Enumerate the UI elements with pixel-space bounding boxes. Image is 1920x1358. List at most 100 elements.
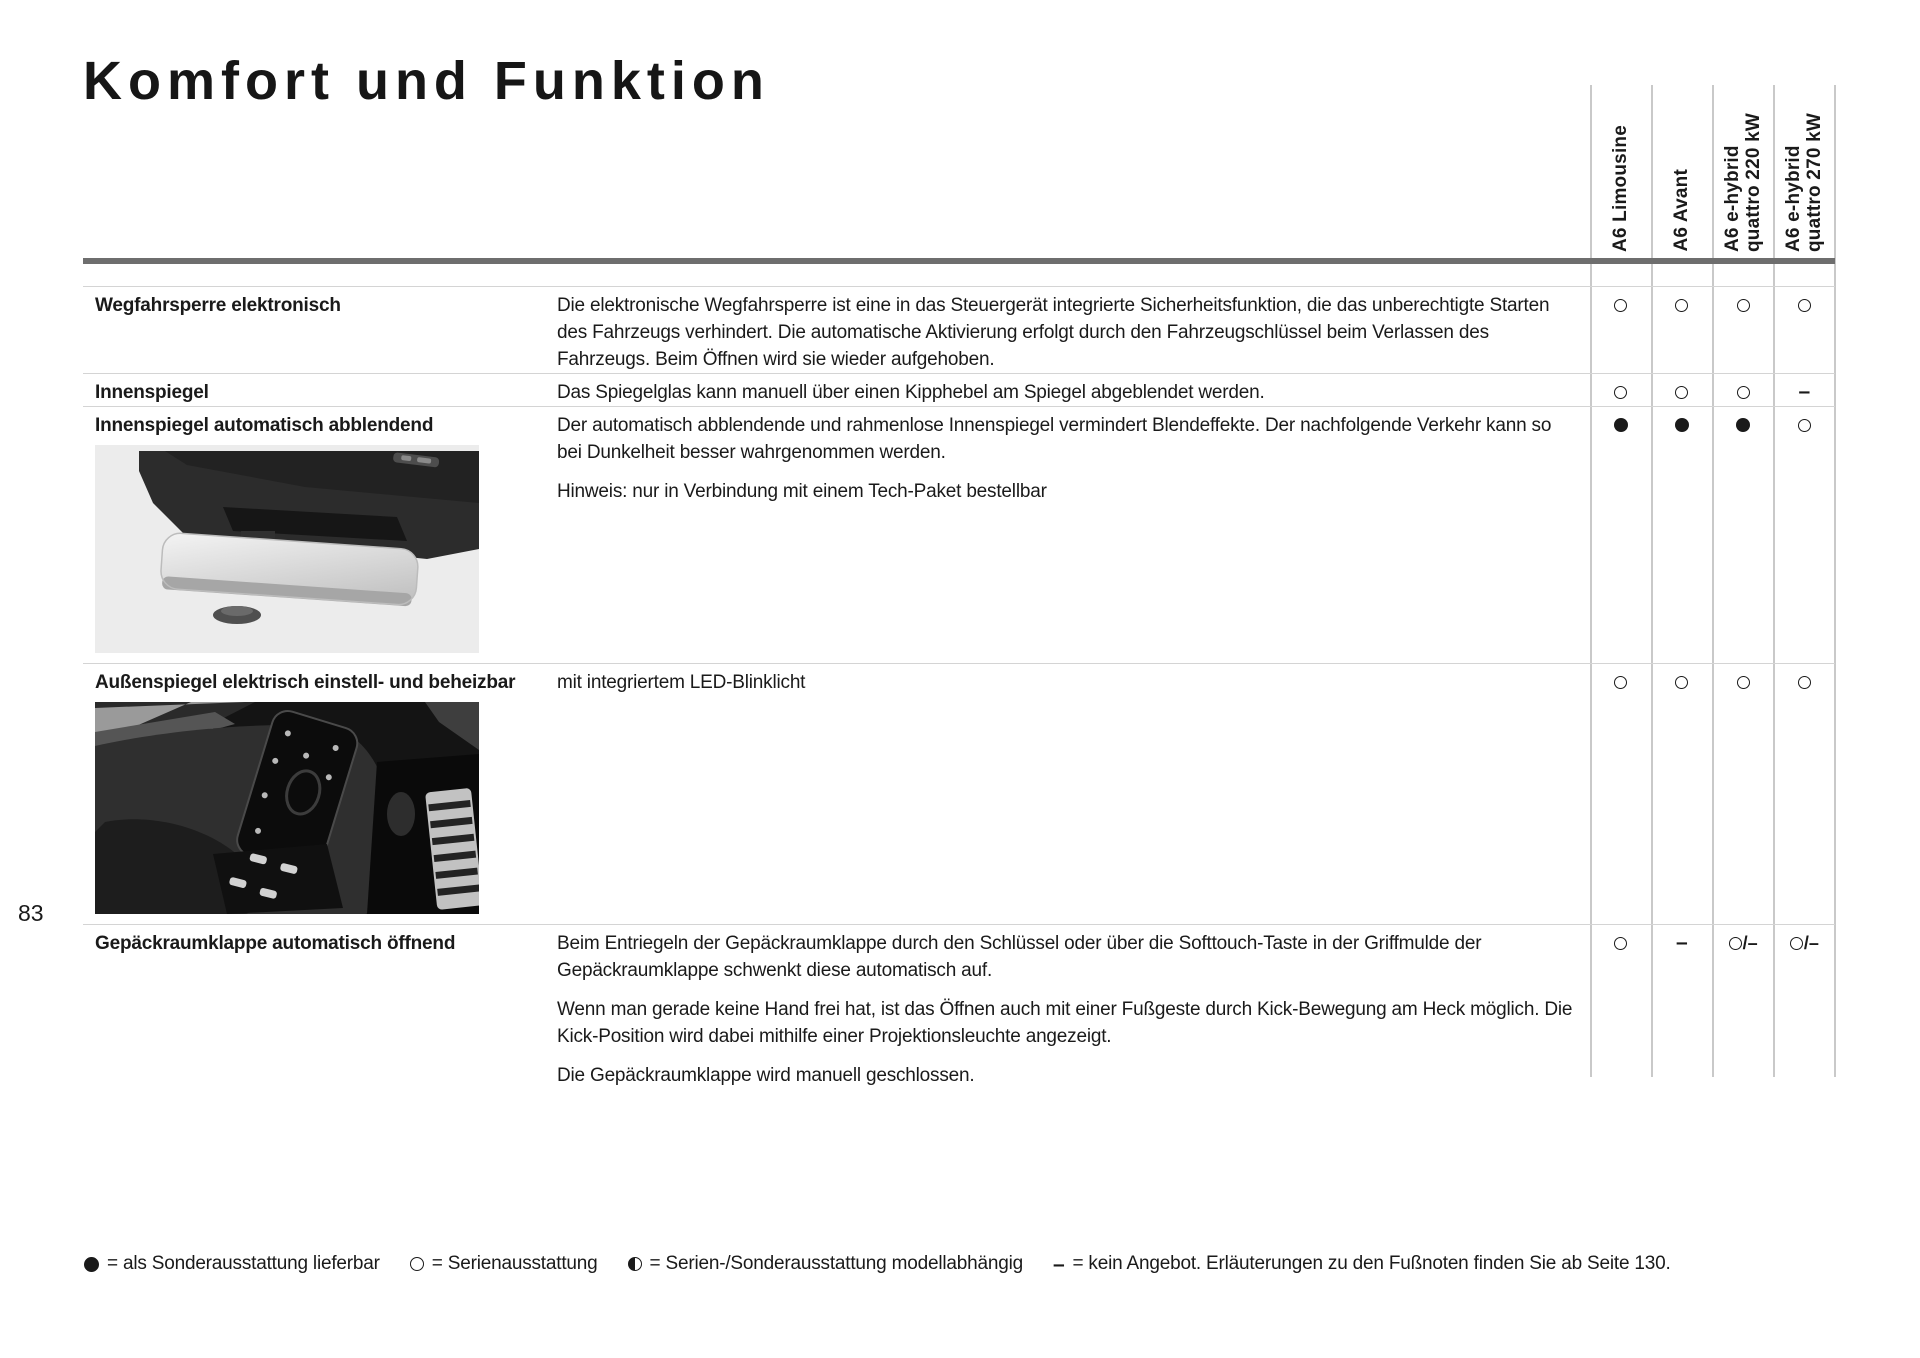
legend-text: = als Sonderausstattung lieferbar xyxy=(107,1253,380,1274)
column-divider xyxy=(1590,85,1592,1077)
availability-cell xyxy=(1651,384,1712,400)
table-row: Gepäckraumklappe automatisch öffnend Beim… xyxy=(83,924,1835,1089)
optional-equipment-icon xyxy=(1613,418,1628,432)
page-title: Komfort und Funktion xyxy=(83,51,770,111)
availability-strip: – xyxy=(1590,380,1835,403)
description-paragraph: Hinweis: nur in Verbindung mit einem Tec… xyxy=(557,481,1047,502)
availability-cell: – xyxy=(1651,931,1712,954)
feature-description: Die elektronische Wegfahrsperre ist eine… xyxy=(557,292,1573,373)
standard-equipment-icon xyxy=(1736,298,1750,312)
column-divider xyxy=(1834,85,1836,1077)
availability-text: – xyxy=(1798,380,1811,403)
feature-label: Gepäckraumklappe automatisch öffnend xyxy=(95,933,456,954)
standard-equipment-icon xyxy=(1797,298,1811,312)
standard-equipment-icon xyxy=(1675,298,1689,312)
feature-label: Innenspiegel xyxy=(95,382,209,403)
photo-door-mirror-controls xyxy=(95,702,479,914)
standard-equipment-icon xyxy=(1614,298,1628,312)
column-header-label: A6 e-hybrid quattro 270 kW xyxy=(1782,113,1825,252)
table-rows: Wegfahrsperre elektronisch Die elektronis… xyxy=(83,286,1835,1089)
feature-label: Innenspiegel automatisch abblendend xyxy=(95,415,434,436)
legend-item: = Serien-/Sonderausstattung modellabhäng… xyxy=(627,1253,1024,1275)
feature-label: Wegfahrsperre elektronisch xyxy=(95,295,341,316)
column-divider xyxy=(1651,85,1653,1077)
column-header-label: A6 e-hybrid quattro 220 kW xyxy=(1721,113,1764,252)
table-row: Wegfahrsperre elektronisch Die elektronis… xyxy=(83,286,1835,373)
availability-cell: /– xyxy=(1774,933,1835,953)
table-row: Innenspiegel Das Spiegelglas kann manuell… xyxy=(83,373,1835,406)
column-header-label: A6 Avant xyxy=(1671,169,1692,252)
standard-equipment-icon xyxy=(1789,936,1803,950)
availability-strip xyxy=(1590,297,1835,313)
availability-cell: – xyxy=(1774,380,1835,403)
feature-description: Beim Entriegeln der Gepäckraumklappe dur… xyxy=(557,930,1573,1089)
feature-description: mit integriertem LED-Blinklicht xyxy=(557,669,1573,924)
availability-cell xyxy=(1590,417,1651,433)
standard-equipment-icon xyxy=(1736,675,1750,689)
legend-item: = als Sonderausstattung lieferbar xyxy=(84,1253,380,1275)
optional-equipment-icon xyxy=(1674,418,1689,432)
availability-text: /– xyxy=(1803,933,1819,953)
legend-text: = Serien-/Sonderausstattung modellabhäng… xyxy=(649,1253,1024,1274)
feature-description: Das Spiegelglas kann manuell über einen … xyxy=(557,379,1573,406)
column-divider xyxy=(1712,85,1714,1077)
availability-cell xyxy=(1774,674,1835,690)
availability-strip xyxy=(1590,674,1835,690)
standard-equipment-icon xyxy=(1736,385,1750,399)
feature-table: A6 Limousine A6 Avant A6 e-hybrid quattro … xyxy=(83,0,1836,1280)
legend-item: = Serienausstattung xyxy=(409,1253,598,1275)
availability-cell xyxy=(1713,674,1774,690)
standard-equipment-icon xyxy=(1675,675,1689,689)
availability-cell xyxy=(1590,674,1651,690)
column-header: A6 Avant xyxy=(1651,82,1712,252)
table-row: Innenspiegel automatisch abblendend Der … xyxy=(83,406,1835,663)
column-header: A6 Limousine xyxy=(1590,82,1651,252)
standard-equipment-icon xyxy=(1675,385,1689,399)
half-circle-icon xyxy=(627,1257,642,1271)
availability-cell xyxy=(1774,297,1835,313)
column-divider xyxy=(1773,85,1775,1077)
legend: = als Sonderausstattung lieferbar = Serie… xyxy=(84,1253,1671,1275)
availability-cell xyxy=(1651,297,1712,313)
optional-equipment-icon xyxy=(1736,418,1751,432)
standard-equipment-icon xyxy=(1614,675,1628,689)
table-row: Außenspiegel elektrisch einstell- und be… xyxy=(83,663,1835,924)
availability-text: – xyxy=(1676,931,1688,954)
feature-description: Der automatisch abblendende und rahmenlo… xyxy=(557,412,1573,663)
availability-text: /– xyxy=(1742,933,1758,953)
availability-strip xyxy=(1590,417,1835,433)
availability-cell xyxy=(1651,417,1712,433)
availability-cell xyxy=(1590,297,1651,313)
standard-equipment-icon xyxy=(1728,936,1742,950)
legend-text: = Serienausstattung xyxy=(431,1253,598,1274)
description-paragraph: mit integriertem LED-Blinklicht xyxy=(557,672,806,693)
description-paragraph: Beim Entriegeln der Gepäckraumklappe dur… xyxy=(557,933,1482,981)
availability-cell xyxy=(1713,297,1774,313)
availability-cell xyxy=(1713,417,1774,433)
availability-cell xyxy=(1590,935,1651,951)
header-rule xyxy=(83,258,1835,264)
availability-cell xyxy=(1651,674,1712,690)
description-paragraph: Die elektronische Wegfahrsperre ist eine… xyxy=(557,295,1550,370)
feature-label: Außenspiegel elektrisch einstell- und be… xyxy=(95,672,516,693)
photo-interior-mirror xyxy=(95,445,479,653)
description-paragraph: Die Gepäckraumklappe wird manuell geschl… xyxy=(557,1065,975,1086)
standard-equipment-icon xyxy=(1797,418,1811,432)
column-header-label: A6 Limousine xyxy=(1610,125,1631,252)
availability-cell xyxy=(1774,417,1835,433)
filled-circle-icon xyxy=(84,1256,99,1272)
open-circle-icon xyxy=(409,1257,424,1271)
availability-cell xyxy=(1713,384,1774,400)
feature-cell: Wegfahrsperre elektronisch xyxy=(83,292,557,373)
legend-text: = kein Angebot. Erläuterungen zu den Fuß… xyxy=(1072,1253,1671,1274)
feature-cell: Innenspiegel automatisch abblendend xyxy=(83,412,557,663)
standard-equipment-icon xyxy=(1797,675,1811,689)
page-number: 83 xyxy=(18,900,44,926)
availability-strip: – /– /– xyxy=(1590,931,1835,954)
standard-equipment-icon xyxy=(1614,385,1628,399)
availability-cell xyxy=(1590,384,1651,400)
standard-equipment-icon xyxy=(1614,936,1628,950)
description-paragraph: Wenn man gerade keine Hand frei hat, ist… xyxy=(557,999,1573,1047)
dash-icon: – xyxy=(1052,1252,1065,1276)
description-paragraph: Der automatisch abblendende und rahmenlo… xyxy=(557,415,1552,463)
